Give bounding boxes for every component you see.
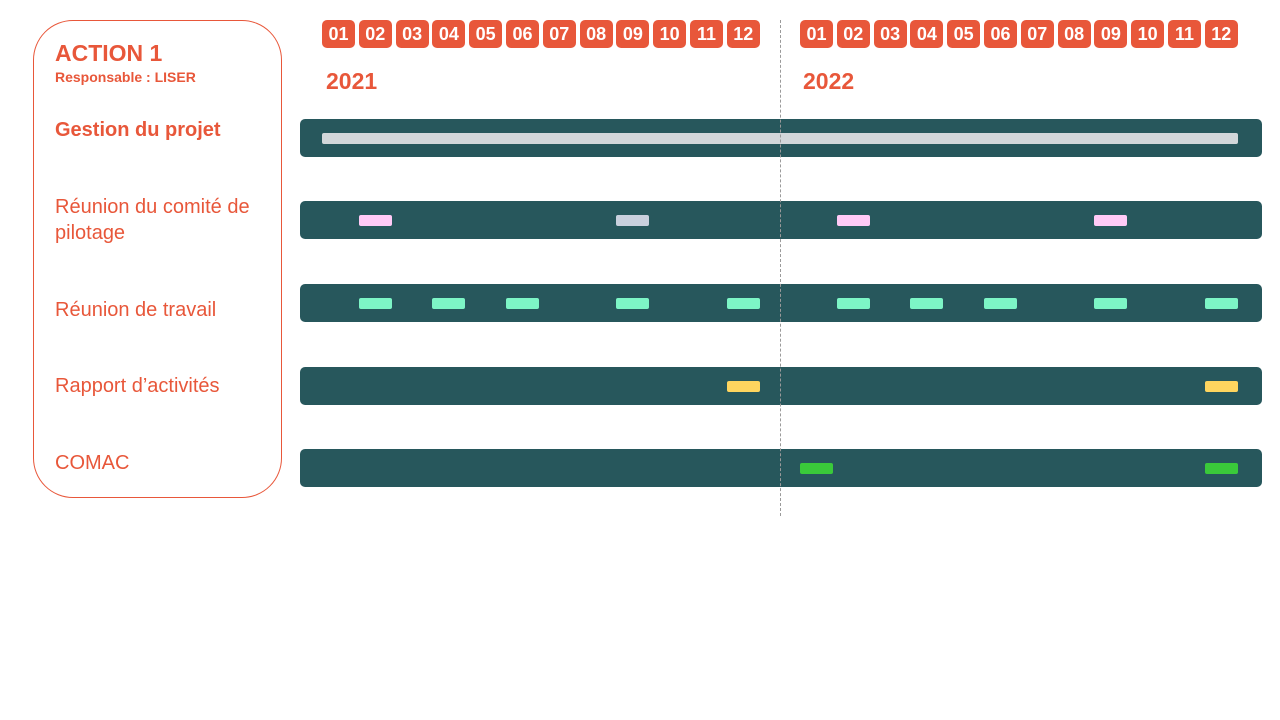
timeline-bar (836, 298, 870, 309)
month-2022-06: 06 (984, 20, 1017, 48)
month-2021-12: 12 (726, 20, 760, 48)
row-label: COMAC (55, 452, 130, 474)
month-2022-11: 11 (1168, 20, 1201, 48)
month-2021-08: 08 (579, 20, 613, 48)
month-2022-07: 07 (1020, 20, 1054, 48)
month-2021-01: 01 (322, 20, 355, 48)
timeline-bar (800, 463, 833, 474)
month-2021-09: 09 (616, 20, 650, 48)
action-panel (33, 20, 282, 498)
timeline-bar (506, 298, 539, 309)
month-2022-02: 02 (836, 20, 870, 48)
timeline-bar (1204, 381, 1238, 392)
month-2022-09: 09 (1094, 20, 1128, 48)
timeline-track (300, 449, 1262, 487)
timeline-track (300, 284, 1262, 322)
timeline-bar (984, 298, 1017, 309)
timeline-bar (1094, 298, 1128, 309)
row-label: Gestion du projet (55, 119, 221, 141)
timeline-track (300, 367, 1262, 405)
month-2021-10: 10 (653, 20, 687, 48)
month-2022-03: 03 (873, 20, 907, 48)
month-2021-04: 04 (432, 20, 466, 48)
timeline-bar (616, 298, 650, 309)
month-2021-03: 03 (395, 20, 429, 48)
action-responsable: Responsable : LISER (55, 69, 196, 85)
month-2022-08: 08 (1057, 20, 1091, 48)
timeline-bar (322, 133, 1238, 144)
month-2021-06: 06 (506, 20, 539, 48)
row-label: Rapport d’activités (55, 375, 220, 397)
timeline-bar (726, 381, 760, 392)
timeline-bar (358, 215, 392, 226)
timeline-bar (358, 298, 392, 309)
month-2021-11: 11 (690, 20, 723, 48)
action-title: ACTION 1 (55, 40, 163, 66)
timeline-bar (1204, 463, 1238, 474)
year-label-2022: 2022 (803, 68, 855, 94)
month-2021-07: 07 (542, 20, 576, 48)
timeline-bar (1094, 215, 1128, 226)
timeline-bar (432, 298, 466, 309)
month-2022-01: 01 (800, 20, 833, 48)
month-2022-05: 05 (947, 20, 981, 48)
timeline-bar (910, 298, 944, 309)
timeline-bar (726, 298, 760, 309)
year-divider (780, 20, 781, 516)
month-2022-12: 12 (1204, 20, 1238, 48)
month-2021-05: 05 (469, 20, 503, 48)
row-label: Réunion du comité de pilotage (55, 196, 250, 244)
timeline-bar (836, 215, 870, 226)
timeline-bar (1204, 298, 1238, 309)
timeline-track (300, 201, 1262, 239)
timeline-bar (616, 215, 650, 226)
month-2022-04: 04 (910, 20, 944, 48)
timeline-track (300, 119, 1262, 157)
row-label: Réunion de travail (55, 299, 217, 321)
month-2021-02: 02 (358, 20, 392, 48)
year-label-2021: 2021 (326, 68, 378, 94)
month-2022-10: 10 (1131, 20, 1165, 48)
